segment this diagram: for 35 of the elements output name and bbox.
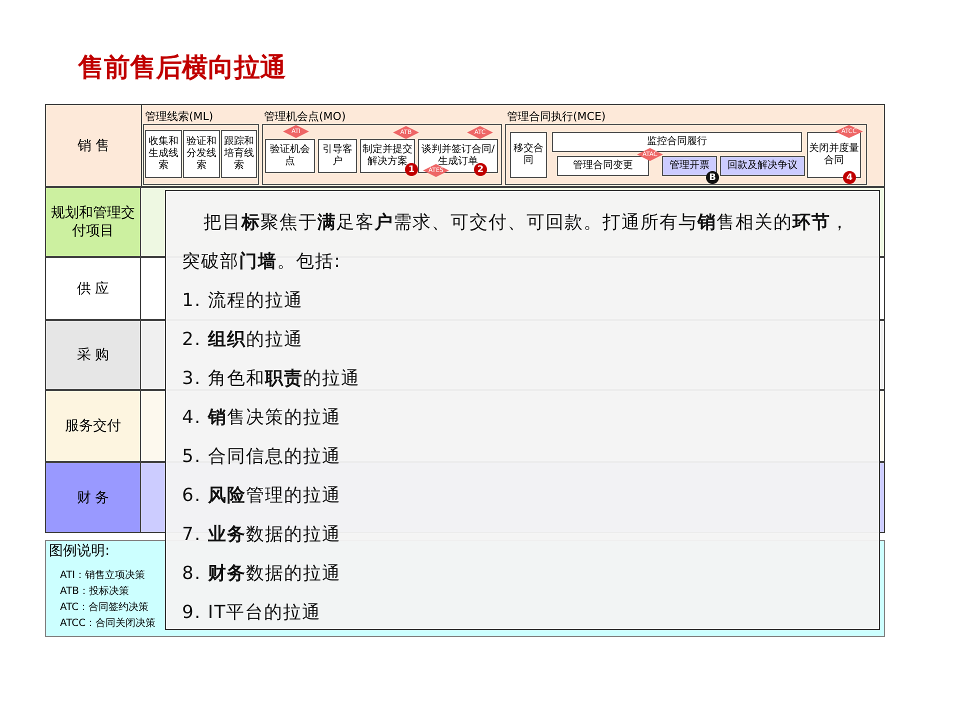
process-step: 验证机会点 [265, 139, 315, 173]
lane-header: 供 应 [45, 257, 141, 320]
list-item: 8. 财务数据的拉通 [182, 562, 342, 586]
process-step: 监控合同履行 [552, 132, 802, 152]
list-item: 6. 风险管理的拉通 [182, 484, 342, 508]
lane-header: 服务交付 [45, 390, 141, 462]
process-step: 回款及解决争议 [720, 156, 805, 176]
legend-text: ATCC：合同关闭决策 [60, 616, 156, 630]
paragraph: 把目标聚焦于满足客户需求、可交付、可回款。打通所有与销售相关的环节，突破部门墙。包括: [182, 211, 851, 274]
list-item: 1. 流程的拉通 [182, 289, 304, 313]
lane-header: 财 务 [45, 462, 141, 533]
legend-title: 图例说明: [49, 542, 110, 560]
process-step: 管理合同变更 [557, 156, 649, 176]
legend-text: ATC：合同签约决策 [60, 600, 149, 614]
process-step: 引导客户 [318, 139, 357, 173]
text-panel [165, 190, 880, 630]
process-step: 移交合同 [510, 132, 547, 178]
lane-header: 规划和管理交付项目 [45, 187, 141, 257]
list-item: 9. IT平台的拉通 [182, 601, 322, 625]
process-step: 验证和分发线索 [183, 130, 220, 178]
list-item: 7. 业务数据的拉通 [182, 523, 342, 547]
list-item: 2. 组织的拉通 [182, 328, 304, 352]
list-item: 5. 合同信息的拉通 [182, 445, 342, 469]
list-item: 4. 销售决策的拉通 [182, 406, 342, 430]
title: 售前售后横向拉通 [78, 52, 286, 85]
lane-header: 采 购 [45, 320, 141, 390]
legend-text: ATI：销售立项决策 [60, 568, 146, 582]
lane-header: 销 售 [46, 105, 142, 186]
process-step: 跟踪和培育线索 [221, 130, 257, 178]
group-title: 管理机会点(MO) [264, 109, 346, 124]
group-title: 管理线索(ML) [145, 109, 214, 124]
list-item: 3. 角色和职责的拉通 [182, 367, 361, 391]
group-title: 管理合同执行(MCE) [507, 109, 606, 124]
process-step: 收集和生成线索 [145, 130, 182, 178]
legend-text: ATB：投标决策 [60, 584, 130, 598]
